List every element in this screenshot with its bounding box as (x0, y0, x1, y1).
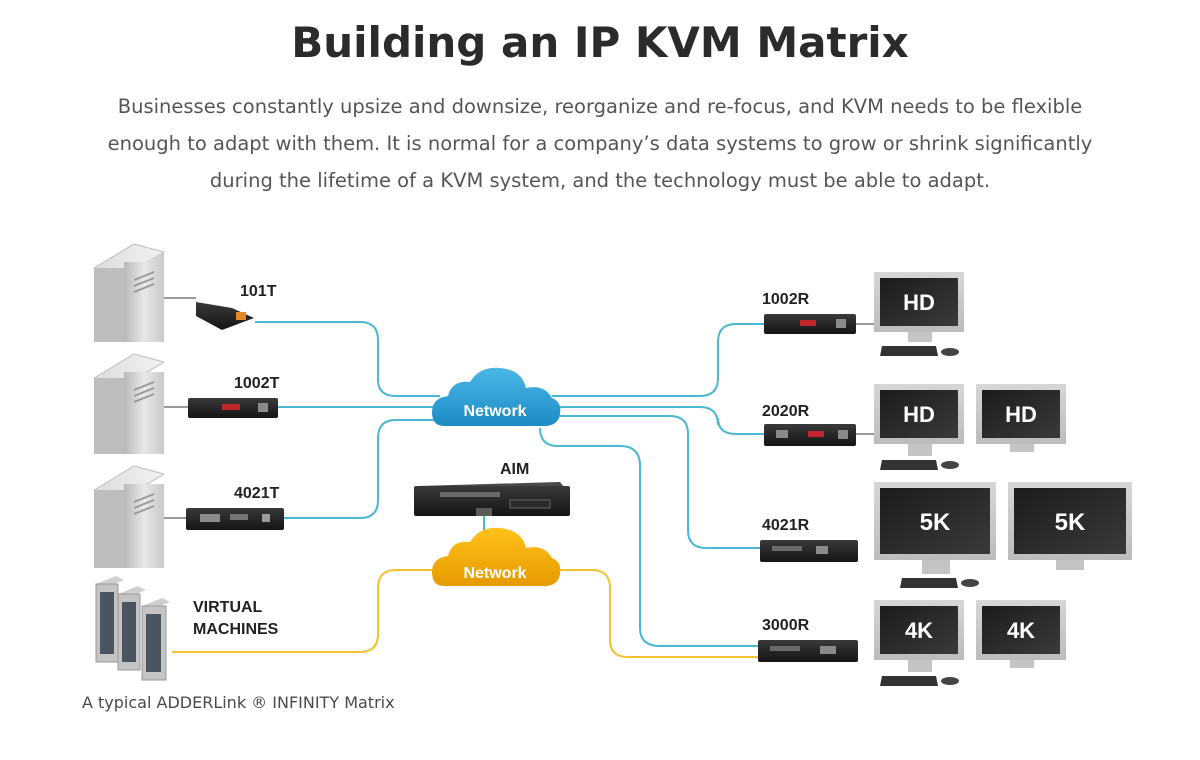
intro-paragraph: Businesses constantly upsize and downsiz… (60, 88, 1140, 199)
monitor-2020r-hd-1-label: HD (903, 402, 935, 427)
connection-lines (162, 297, 876, 658)
receiver-4021r-label: 4021R (762, 517, 810, 534)
link-network-4021r (552, 415, 760, 549)
receiver-3000r-label: 3000R (762, 617, 810, 634)
receiver-2020r-device (764, 424, 856, 446)
aim-label: AIM (500, 461, 529, 478)
network-cloud-blue (432, 367, 561, 426)
receiver-4021r-device (760, 540, 858, 562)
link-network-1002r (552, 323, 764, 397)
server-tower-3 (92, 465, 166, 568)
transmitter-1002t-device (188, 398, 278, 418)
link-network-3000r-yellow (552, 569, 758, 658)
monitor-2020r-hd-2-label: HD (1005, 402, 1037, 427)
monitor-4021r-5k-1-label: 5K (920, 509, 951, 536)
monitor-3000r-4k-1 (874, 600, 964, 686)
receiver-2020r-label: 2020R (762, 403, 810, 420)
intro-line-3: during the lifetime of a KVM system, and… (209, 169, 991, 192)
monitor-2020r-hd-1 (874, 384, 964, 470)
transmitter-4021t-label: 4021T (234, 485, 280, 502)
receiver-1002r-device (764, 314, 856, 334)
transmitter-101t-label: 101T (240, 283, 277, 300)
monitor-1002r-hd (874, 272, 964, 356)
server-tower-1 (92, 243, 166, 342)
monitor-4021r-5k-2 (1008, 482, 1132, 570)
monitor-4021r-5k-1 (874, 482, 996, 588)
virtual-machines-icon (95, 576, 170, 681)
aim-server-device (414, 482, 570, 516)
link-network-2020r (552, 406, 764, 435)
transmitter-101t-device (196, 302, 254, 330)
figure-caption: A typical ADDERLink ® INFINITY Matrix (82, 693, 395, 712)
link-4021t-network (284, 419, 440, 519)
link-101t-network (255, 321, 440, 397)
transmitter-4021t-device (186, 508, 284, 530)
network-cloud-yellow-label: Network (463, 565, 526, 582)
monitor-2020r-hd-2 (976, 384, 1066, 452)
page-title: Building an IP KVM Matrix (291, 18, 909, 67)
monitor-4021r-5k-2-label: 5K (1055, 509, 1086, 536)
vm-label-line-1: VIRTUAL (193, 599, 263, 616)
receiver-3000r-device (758, 640, 858, 662)
receiver-1002r-label: 1002R (762, 291, 810, 308)
vm-label-line-2: MACHINES (193, 621, 279, 638)
intro-line-2: enough to adapt with them. It is normal … (107, 132, 1093, 155)
intro-line-1: Businesses constantly upsize and downsiz… (117, 95, 1083, 118)
link-vm-network (172, 569, 440, 653)
network-cloud-yellow (432, 527, 561, 586)
monitor-3000r-4k-2-label: 4K (1007, 618, 1035, 643)
network-cloud-blue-label: Network (463, 403, 526, 420)
monitor-3000r-4k-2 (976, 600, 1066, 668)
monitor-3000r-4k-1-label: 4K (905, 618, 933, 643)
server-tower-2 (92, 353, 166, 454)
monitor-1002r-hd-label: HD (903, 290, 935, 315)
link-network-3000r (539, 427, 758, 647)
transmitter-1002t-label: 1002T (234, 375, 280, 392)
